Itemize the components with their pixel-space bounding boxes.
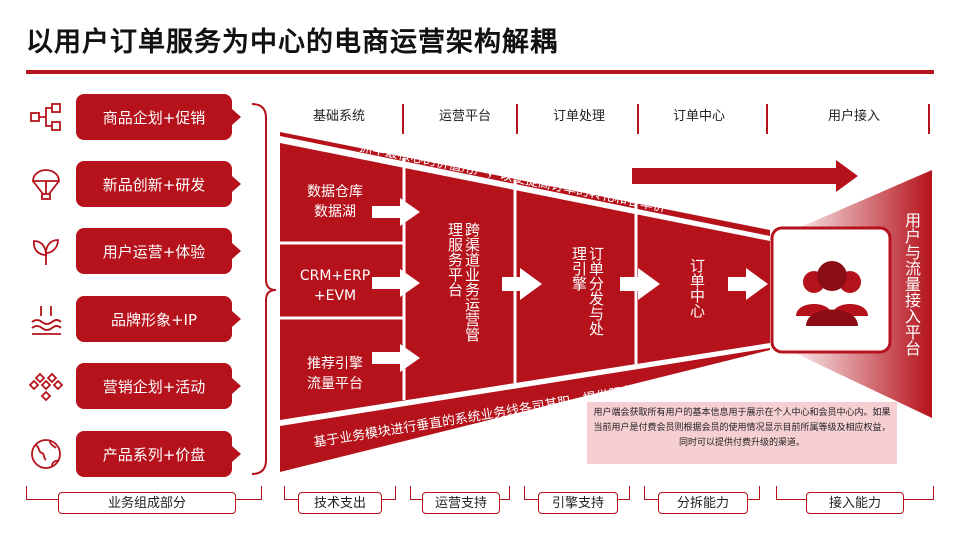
arrow-order	[728, 268, 768, 300]
column-header-processing: 订单处理	[552, 109, 605, 124]
waves-icon	[31, 306, 62, 335]
diamond-grid-icon	[28, 372, 64, 402]
order-center-label: 订单中心	[688, 258, 706, 318]
footer-business-components: 业务组成部分	[58, 492, 236, 514]
footer-ops-support: 运营支持	[422, 492, 500, 514]
column-header-base: 基础系统	[312, 109, 365, 124]
column-header-access: 用户接入	[827, 109, 880, 124]
column-divider	[637, 104, 639, 134]
base-system-datawarehouse: 数据仓库 数据湖	[307, 184, 363, 220]
base-system-crm-erp: CRM+ERP +EVM	[299, 268, 371, 304]
footer-split-capability: 分拆能力	[658, 492, 748, 514]
footer-tech: 技术支出	[298, 492, 382, 514]
footer-access-capability: 接入能力	[806, 492, 904, 514]
column-divider	[928, 104, 930, 134]
column-divider	[766, 104, 768, 134]
globe-icon	[31, 439, 61, 469]
arrow-base-1	[372, 198, 420, 226]
arrow-base-2	[372, 269, 420, 297]
column-header-ops: 运营平台	[438, 109, 491, 124]
sidebar-item-user-ops[interactable]: 用户运营+体验	[76, 228, 241, 274]
hierarchy-icon	[30, 103, 61, 131]
sidebar-item-merchandising[interactable]: 商品企划+促销	[76, 94, 241, 140]
bracket-brace	[251, 103, 277, 475]
sidebar-item-brand[interactable]: 品牌形象+IP	[76, 296, 241, 342]
banner-bottom-stripe	[280, 343, 770, 426]
sidebar-item-innovation[interactable]: 新品创新+研发	[76, 161, 241, 207]
hot-air-balloon-icon	[32, 169, 60, 200]
arrow-platform	[502, 268, 542, 300]
arrow-base-3	[372, 344, 420, 372]
sidebar-item-marketing[interactable]: 营销企划+活动	[76, 363, 241, 409]
access-platform-label: 用户与流量接入平台	[902, 212, 921, 356]
arrow-access	[632, 160, 858, 192]
column-divider	[516, 104, 518, 134]
sidebar-item-product-series[interactable]: 产品系列+价盘	[76, 431, 241, 477]
ops-platform-label: 跨渠道业务运营管理服务平台	[446, 222, 481, 342]
users-icon	[796, 261, 868, 326]
footer-engine-support: 引擎支持	[538, 492, 618, 514]
column-header-order-center: 订单中心	[672, 109, 725, 124]
user-info-note: 用户端会获取所有用户的基本信息用于展示在个人中心和会员中心内。如果当前用户是付费…	[587, 402, 897, 464]
arrow-processing	[620, 268, 660, 300]
title-divider	[26, 70, 934, 74]
column-divider	[402, 104, 404, 134]
leaf-icon	[33, 239, 59, 265]
base-system-recommendation: 推荐引擎 流量平台	[307, 356, 363, 392]
order-processing-label: 订单分发与处理引擎	[570, 246, 605, 336]
page-title: 以用户订单服务为中心的电商运营架构解耦	[26, 27, 558, 58]
